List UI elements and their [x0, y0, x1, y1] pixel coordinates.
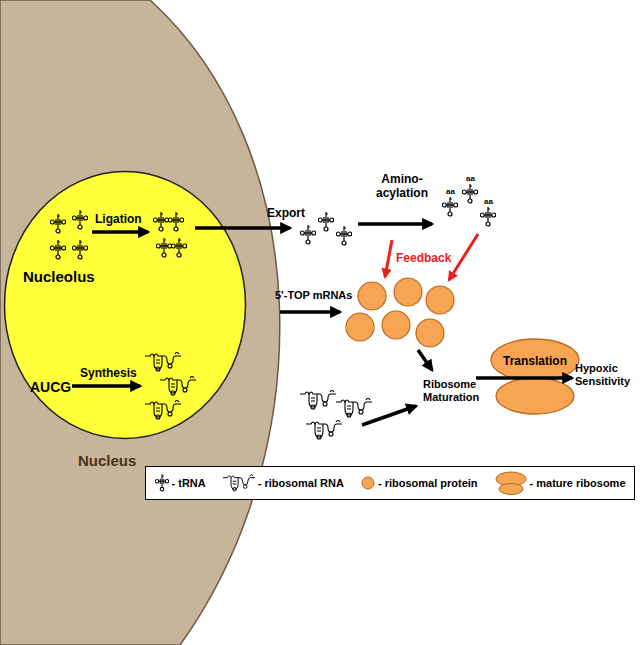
legend-text: - tRNA	[172, 477, 206, 489]
node-label: Translation	[503, 354, 567, 368]
nucleolus-region: Nucleolus	[3, 170, 247, 440]
legend-text: - ribosomal protein	[378, 477, 478, 489]
step-label: Amino- acylation	[368, 172, 436, 200]
amino-acid-label: aa	[466, 174, 475, 184]
ribosome-icon	[495, 471, 527, 495]
outcome-label: Hypoxic Sensitivity	[575, 362, 637, 388]
mrna-label: 5'-TOP mRNAs	[275, 289, 352, 302]
legend-box: - tRNA - ribosomal RNA - ribosomal prote…	[145, 466, 635, 500]
trna-icon	[155, 474, 169, 492]
trna-group	[50, 184, 495, 259]
amino-acid-label: aa	[484, 197, 493, 207]
feedback-label: Feedback	[396, 251, 451, 265]
amino-acid-label: aa	[446, 187, 455, 197]
process-arrows	[72, 224, 572, 425]
nucleus-region: Nucleus Nucleolus	[0, 0, 290, 645]
legend-text: - mature ribosome	[530, 477, 626, 489]
rrna-group	[145, 353, 372, 440]
ribosomal-proteins	[346, 278, 454, 347]
rrna-icon	[223, 474, 255, 492]
legend-text: - ribosomal RNA	[258, 477, 344, 489]
step-label: Ligation	[95, 212, 142, 226]
sequence-label: AUCG	[30, 379, 71, 395]
feedback-arrows	[385, 234, 478, 280]
step-label: Export	[267, 206, 305, 220]
node-label: Nucleolus	[23, 268, 95, 285]
nucleolus-shape	[3, 170, 247, 440]
protein-icon	[361, 476, 375, 490]
step-label: Synthesis	[80, 366, 137, 380]
step-label: Ribosome Maturation	[423, 378, 487, 404]
node-label: Nucleus	[78, 452, 136, 469]
